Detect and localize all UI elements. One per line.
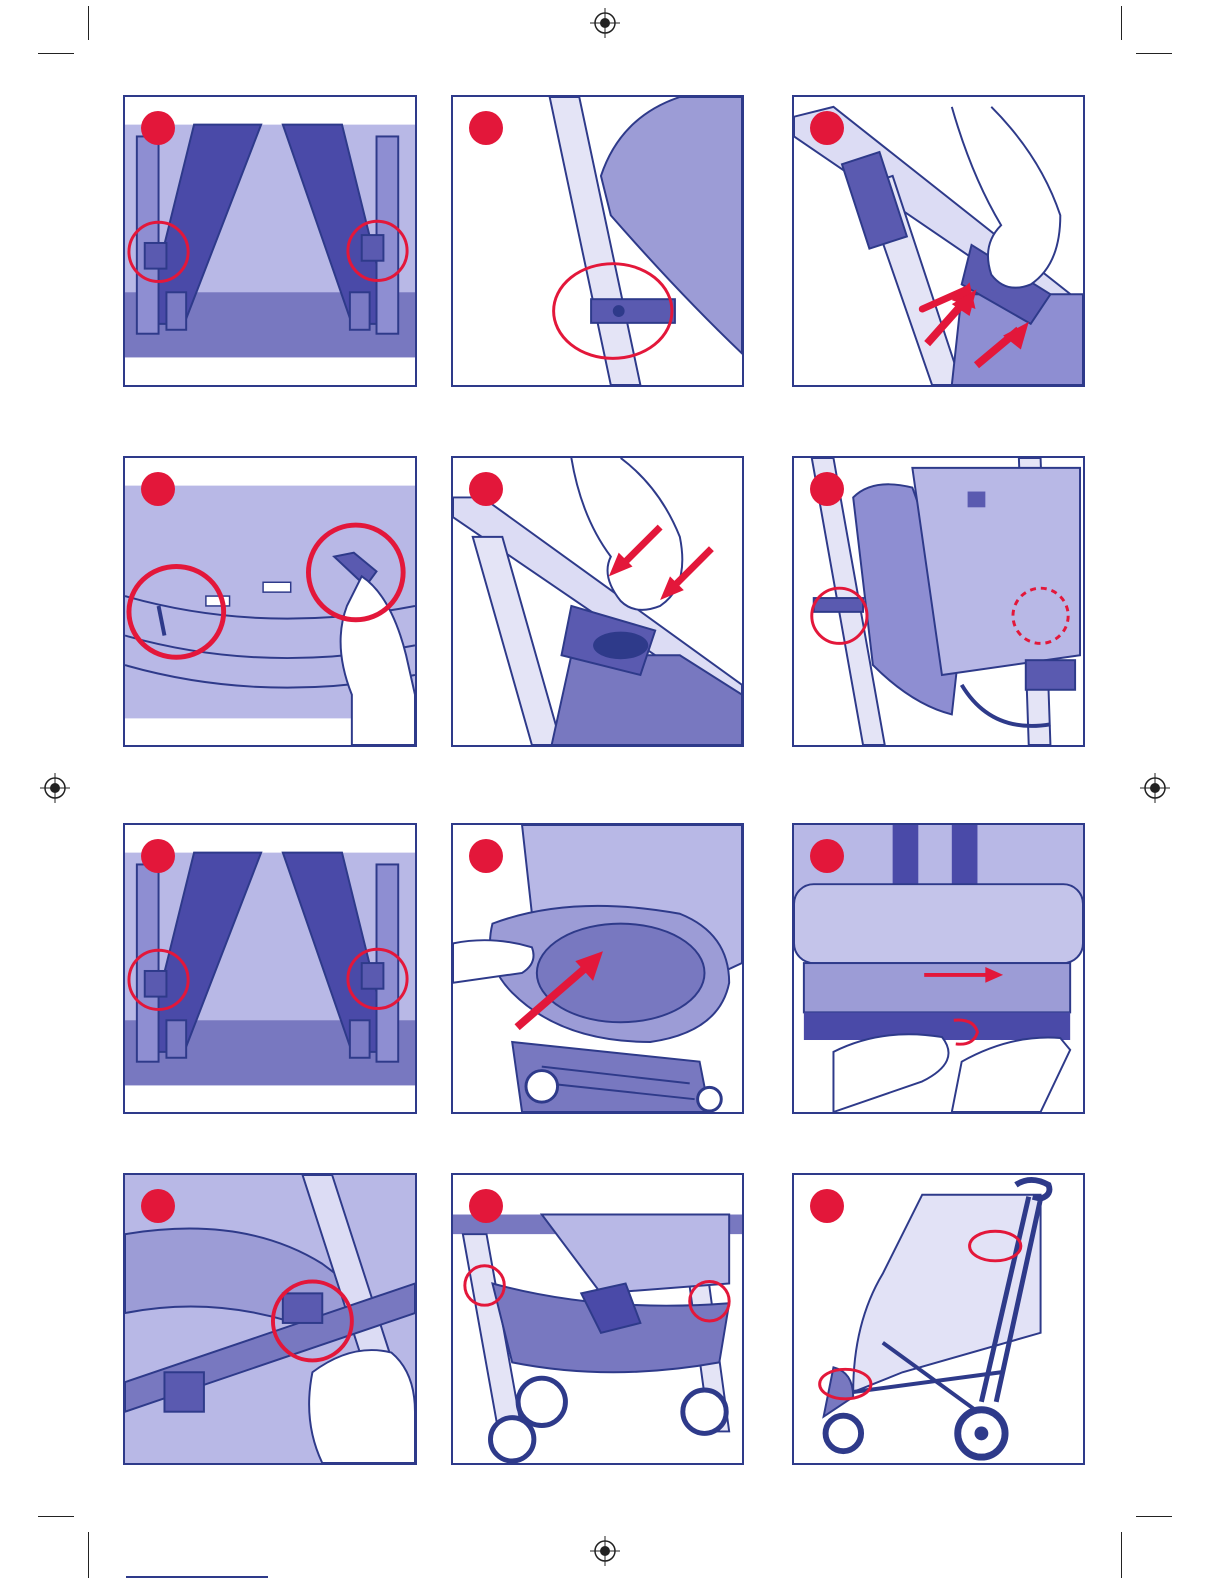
crop-mark [88,1532,89,1578]
illustration-panel-11 [451,1173,744,1465]
crop-mark [38,53,74,54]
footer-rule [126,1576,268,1578]
step-marker [469,111,503,145]
registration-mark-icon [40,773,70,803]
crop-mark [1136,53,1172,54]
illustration-panel-1 [123,95,417,387]
illustration-panel-10 [123,1173,417,1465]
step-marker [141,1189,175,1223]
step-marker [810,472,844,506]
registration-mark-icon [1140,773,1170,803]
step-marker [141,839,175,873]
step-marker [469,839,503,873]
illustration-panel-5 [451,456,744,747]
illustration-panel-3 [792,95,1085,387]
illustration-panel-4 [123,456,417,747]
illustration-panel-7 [123,823,417,1114]
crop-mark [1121,6,1122,40]
step-marker [469,1189,503,1223]
crop-mark [88,6,89,40]
illustration-panel-8 [451,823,744,1114]
crop-mark [1136,1516,1172,1517]
step-marker [141,111,175,145]
step-marker [469,472,503,506]
step-marker [810,111,844,145]
crop-mark [1121,1532,1122,1578]
registration-mark-icon [590,8,620,38]
crop-mark [38,1516,74,1517]
step-marker [810,1189,844,1223]
illustration-panel-6 [792,456,1085,747]
step-marker [141,472,175,506]
registration-mark-icon [590,1536,620,1566]
illustration-panel-2 [451,95,744,387]
illustration-panel-9 [792,823,1085,1114]
step-marker [810,839,844,873]
illustration-panel-12 [792,1173,1085,1465]
